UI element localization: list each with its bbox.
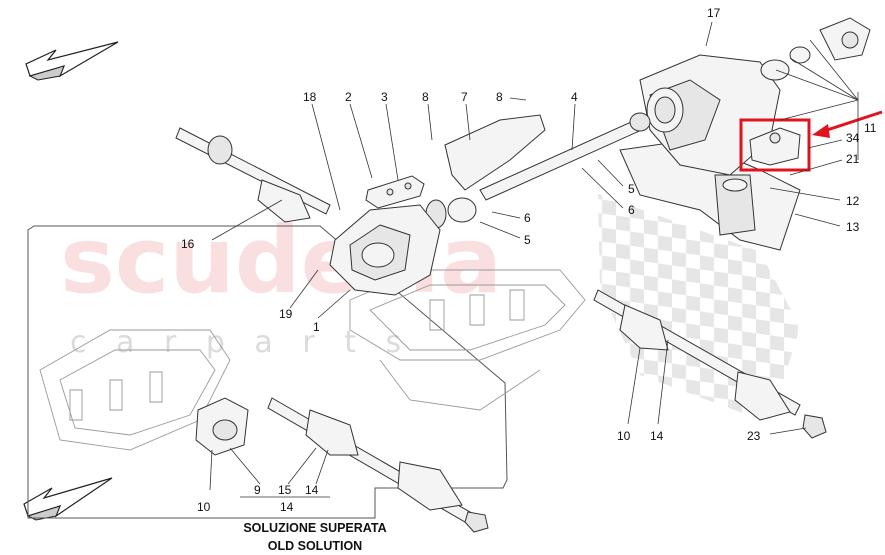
callout-6: 6 <box>524 211 531 225</box>
right-drive-shaft <box>593 289 827 439</box>
callout-18: 17 <box>707 6 721 20</box>
callout-34: 34 <box>846 131 860 145</box>
callout-21: 21 <box>846 152 860 166</box>
direction-arrow-icon <box>23 477 113 521</box>
callout-6: 6 <box>628 203 635 217</box>
callout-17: 16 <box>181 237 195 251</box>
old-drive-shaft <box>267 397 489 533</box>
callout-16: 15 <box>278 483 292 497</box>
callout-7: 7 <box>461 90 468 104</box>
callout-19: 19 <box>279 307 293 321</box>
callouts: 18 2 3 8 7 8 4 17 11 34 21 12 13 5 6 6 5… <box>181 6 877 514</box>
callout-5: 5 <box>524 233 531 247</box>
callout-19: 18 <box>303 90 317 104</box>
left-drive-shaft <box>175 127 331 223</box>
subframe-ghost <box>39 269 586 451</box>
old-solution-frame <box>27 225 508 519</box>
highlight-arrow-icon <box>812 110 883 138</box>
old-solution-caption-en: OLD SOLUTION <box>268 539 362 553</box>
callout-5: 5 <box>628 182 635 196</box>
callout-12: 12 <box>846 194 860 208</box>
direction-arrow-icon <box>25 41 119 81</box>
callout-8: 8 <box>422 90 429 104</box>
callout-4: 4 <box>571 90 578 104</box>
checkered-flag-watermark <box>598 194 800 424</box>
callout-3: 3 <box>381 90 388 104</box>
callout-15: 14 <box>305 483 319 497</box>
callout-11: 11 <box>864 121 877 135</box>
actuator-highlighted <box>739 118 811 172</box>
old-solution-caption-it: SOLUZIONE SUPERATA <box>243 521 386 535</box>
propeller-shaft <box>425 112 651 229</box>
callout-14: 14 <box>650 429 664 443</box>
callout-10: 10 <box>617 429 631 443</box>
callout-10: 10 <box>197 500 211 514</box>
front-differential <box>329 204 441 296</box>
watermark-subtitle: c a r p a r t s <box>70 325 411 360</box>
callout-13: 13 <box>846 220 860 234</box>
callout-23: 23 <box>747 429 761 443</box>
callout-9: 9 <box>254 483 261 497</box>
heat-shield <box>444 114 546 191</box>
transfer-case <box>639 17 871 176</box>
callout-2: 2 <box>345 90 352 104</box>
mount-bracket <box>619 139 801 251</box>
callout-14: 14 <box>280 500 294 514</box>
callout-1: 1 <box>313 320 320 334</box>
bearing-support <box>195 397 249 456</box>
leader-lines <box>209 21 859 498</box>
callout-8: 8 <box>496 90 503 104</box>
diff-bracket <box>365 175 425 209</box>
